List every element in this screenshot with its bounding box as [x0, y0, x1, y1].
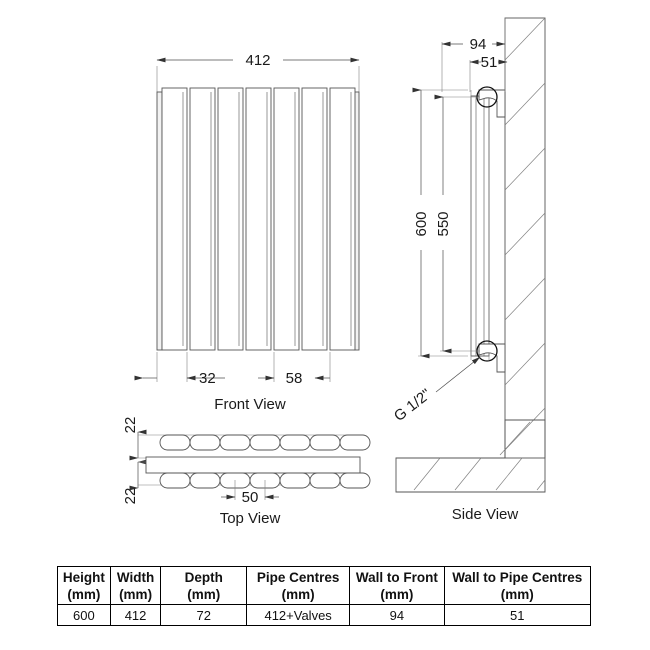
top-depth-lower-dimension: 22: [122, 459, 147, 505]
side-wall: [504, 17, 546, 459]
front-gap-value: 32: [199, 370, 216, 387]
top-central-bar: [145, 456, 361, 474]
header-wall-to-front-unit: (mm): [380, 586, 414, 602]
side-wall-to-front-value: 94: [470, 36, 487, 53]
side-height-value: 600: [413, 211, 430, 236]
front-panel-set: [161, 87, 356, 351]
side-wall-to-pipe-value: 51: [481, 54, 498, 71]
front-pitch-value: 58: [286, 370, 303, 387]
top-pitch-value: 50: [242, 489, 259, 506]
side-thread-annotation: G 1/2": [391, 356, 481, 425]
side-floor: [395, 419, 546, 493]
side-pipe-centres-value: 550: [435, 211, 452, 236]
top-tube: [279, 472, 311, 489]
front-view-label: Front View: [214, 396, 286, 413]
top-tube: [279, 434, 311, 451]
top-tube: [339, 434, 371, 451]
header-wall-to-front: Wall to Front (mm): [349, 566, 445, 605]
top-depth-upper-value: 22: [122, 417, 139, 434]
top-tube: [309, 434, 341, 451]
value-pipe-centres: 412+Valves: [246, 604, 351, 626]
header-height-unit: (mm): [67, 586, 101, 602]
front-pitch-dimension: 58: [258, 352, 331, 387]
header-width-unit: (mm): [119, 586, 153, 602]
header-wall-to-pipe-centres-unit: (mm): [500, 586, 534, 602]
specification-table: Height (mm) Width (mm) Depth (mm) Pipe C…: [57, 566, 592, 626]
front-width-dimension: 412: [156, 52, 360, 92]
header-wall-to-front-name: Wall to Front: [355, 569, 438, 585]
side-thread-value: G 1/2": [391, 386, 435, 425]
header-wall-to-pipe-centres-name: Wall to Pipe Centres: [452, 569, 583, 585]
side-radiator-body: [470, 95, 490, 357]
top-view-label: Top View: [220, 510, 281, 527]
side-top-bracket: [478, 89, 506, 118]
header-pipe-centres-unit: (mm): [281, 586, 315, 602]
side-height-dimension: 600: [412, 87, 468, 359]
top-tube: [159, 472, 191, 489]
front-gap-dimension: 32: [134, 352, 225, 387]
header-wall-to-pipe-centres: Wall to Pipe Centres (mm): [443, 566, 592, 605]
top-pitch-dimension: 50: [221, 480, 279, 506]
header-depth: Depth (mm): [160, 566, 248, 605]
side-view-label: Side View: [452, 506, 519, 523]
table-header-row: Height (mm) Width (mm) Depth (mm) Pipe C…: [57, 566, 592, 605]
header-depth-unit: (mm): [187, 586, 221, 602]
top-tube: [249, 434, 281, 451]
top-view-group: 22 22: [122, 417, 371, 527]
side-bottom-bracket: [478, 343, 506, 373]
value-wall-to-pipe-centres: 51: [443, 604, 592, 626]
top-tube: [189, 434, 221, 451]
value-depth: 72: [160, 604, 248, 626]
side-wall-to-front-dimension: 94: [441, 18, 506, 92]
top-depth-upper-dimension: 22: [122, 417, 147, 461]
top-tube: [159, 434, 191, 451]
top-upper-tube-row: [159, 434, 371, 451]
top-tube: [219, 434, 251, 451]
table-row: 600 412 72 412+Valves 94 51: [57, 604, 592, 626]
top-tube: [339, 472, 371, 489]
header-width-name: Width: [116, 569, 155, 585]
front-view-group: 412: [134, 52, 360, 413]
top-tube: [309, 472, 341, 489]
top-tube: [189, 472, 221, 489]
top-depth-lower-value: 22: [122, 488, 139, 505]
value-wall-to-front: 94: [349, 604, 445, 626]
side-wall-to-pipe-dimension: 51: [469, 54, 508, 92]
front-left-end-cap: [156, 91, 163, 351]
header-depth-name: Depth: [184, 569, 223, 585]
header-height: Height (mm): [57, 566, 111, 605]
header-height-name: Height: [62, 569, 105, 585]
header-width: Width (mm): [109, 566, 162, 605]
header-pipe-centres-name: Pipe Centres: [256, 569, 340, 585]
front-width-value: 412: [245, 52, 270, 69]
side-pipe-centres-dimension: 550: [434, 94, 480, 354]
side-view-group: 94 51 600 550 G 1/2": [391, 17, 546, 523]
header-pipe-centres: Pipe Centres (mm): [246, 566, 351, 605]
value-height: 600: [57, 604, 111, 626]
value-width: 412: [109, 604, 162, 626]
